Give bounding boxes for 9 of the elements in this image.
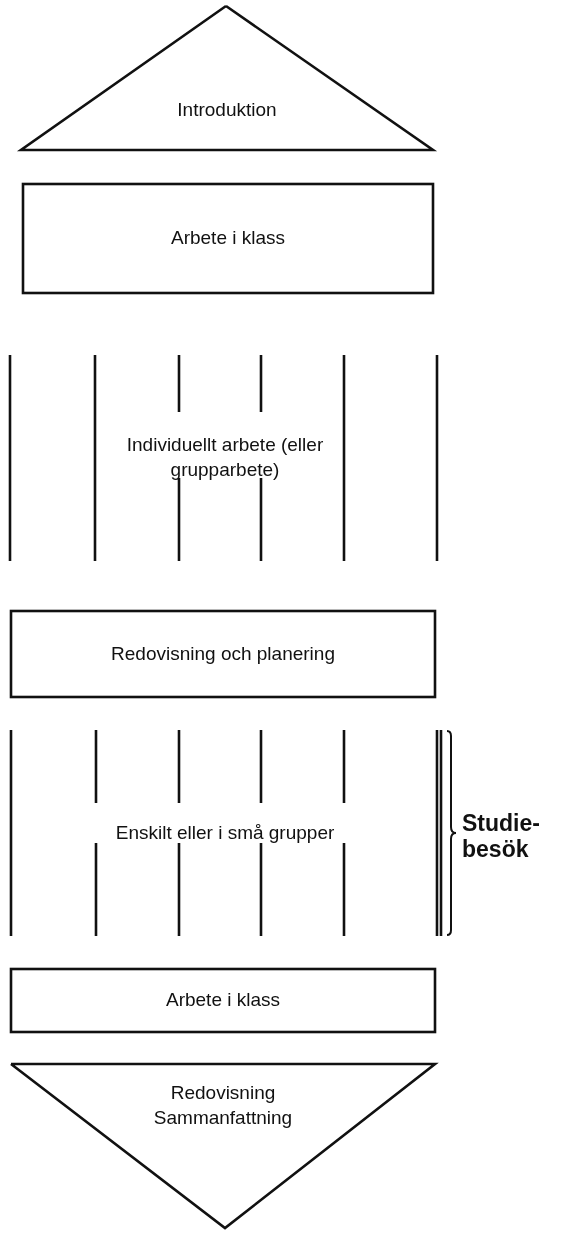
step-label: Individuellt arbete (eller grupparbete) — [125, 433, 325, 482]
step-label: Enskilt eller i små grupper — [115, 820, 335, 845]
step-label: Redovisning — [170, 1081, 276, 1105]
step-label: Introduktion — [177, 98, 277, 123]
step-label: Redovisning och planering — [111, 641, 335, 666]
step-label: Arbete i klass — [165, 988, 280, 1013]
step-label: Arbete i klass — [170, 226, 285, 251]
side-note: Studie- besök — [462, 810, 541, 863]
step-label: Sammanfattning — [153, 1105, 293, 1130]
